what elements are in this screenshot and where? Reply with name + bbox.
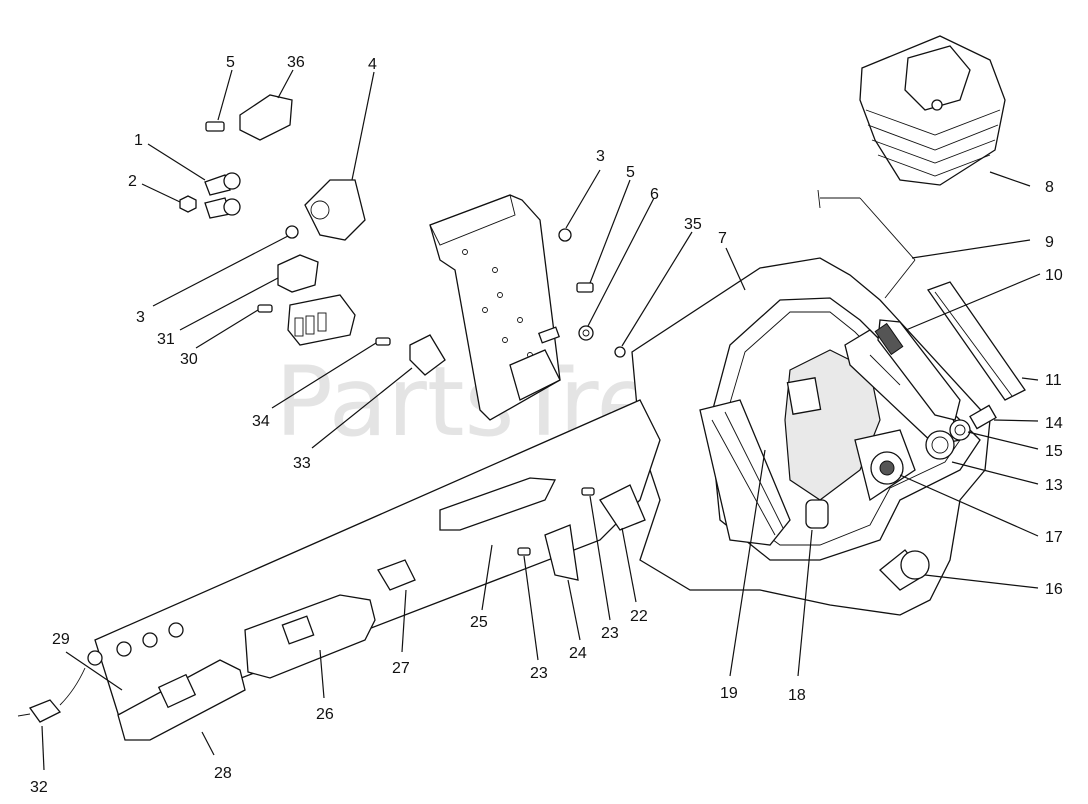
callout-16: 16 <box>1045 581 1063 598</box>
callout-13: 13 <box>1045 477 1063 494</box>
part-32-plug <box>17 667 86 723</box>
relay-block <box>287 294 356 346</box>
part-15-nut <box>949 419 971 441</box>
part-27-switch <box>377 559 416 591</box>
callout-25: 25 <box>470 614 488 631</box>
callout-15: 15 <box>1045 443 1063 460</box>
callout-31: 31 <box>157 331 175 348</box>
shift-rod <box>817 189 916 299</box>
part-24-bracket <box>544 524 579 581</box>
part-28-cover <box>117 659 246 741</box>
part-4-actuator <box>304 179 366 241</box>
part-22-bracket <box>599 484 646 531</box>
callout-11: 11 <box>1045 372 1062 389</box>
callout-5-top: 5 <box>226 54 235 71</box>
callout-26: 26 <box>316 706 334 723</box>
part-23-screw-lower <box>517 547 531 556</box>
part-36-module <box>239 94 293 141</box>
part-11-bar <box>926 281 1026 401</box>
callout-23-lower: 23 <box>530 665 548 682</box>
callout-8: 8 <box>1045 179 1054 196</box>
part-25-decal <box>439 477 557 531</box>
callout-28: 28 <box>214 765 232 782</box>
mounting-plate <box>429 194 561 421</box>
part-26-panel <box>244 594 376 679</box>
part-6-washer <box>578 325 594 341</box>
part-10-bracket <box>874 319 961 421</box>
part-2-connector <box>179 195 241 219</box>
callout-33: 33 <box>293 455 311 472</box>
callout-2: 2 <box>128 173 137 190</box>
part-5-bolt-left <box>205 121 225 132</box>
callout-32: 32 <box>30 779 48 796</box>
part-13-ring <box>925 430 955 460</box>
callout-10: 10 <box>1045 267 1063 284</box>
part-23-screw-upper <box>581 487 595 496</box>
callout-9: 9 <box>1045 234 1054 251</box>
part-31-relay <box>277 254 319 293</box>
callout-7: 7 <box>718 230 727 247</box>
part-29-lamps <box>87 622 184 666</box>
leader-lines <box>41 69 1041 771</box>
callout-22: 22 <box>630 608 648 625</box>
part-17-knob <box>854 429 916 502</box>
callout-6: 6 <box>650 186 659 203</box>
callout-4: 4 <box>368 56 377 73</box>
callout-27: 27 <box>392 660 410 677</box>
callout-14: 14 <box>1045 415 1063 432</box>
part-30-screw <box>257 304 273 313</box>
callout-labels: 5 36 4 1 2 3 31 30 34 33 3 5 6 35 7 8 9 … <box>30 54 1063 796</box>
callout-29: 29 <box>52 631 70 648</box>
callout-36: 36 <box>287 54 305 71</box>
callout-18: 18 <box>788 687 806 704</box>
callout-3-left: 3 <box>136 309 145 326</box>
callout-24: 24 <box>569 645 587 662</box>
callout-19: 19 <box>720 685 738 702</box>
shift-boot <box>859 35 1006 186</box>
part-14-clip <box>969 404 997 430</box>
part-34-screw <box>375 337 391 346</box>
part-3-nut-upper <box>558 228 572 242</box>
callout-23-upper: 23 <box>601 625 619 642</box>
callout-35: 35 <box>684 216 702 233</box>
callout-1: 1 <box>134 132 143 149</box>
callout-34: 34 <box>252 413 270 430</box>
callout-5-right: 5 <box>626 164 635 181</box>
part-35-nut <box>614 346 626 358</box>
part-33-bracket <box>409 334 446 376</box>
callout-3-right: 3 <box>596 148 605 165</box>
callout-17: 17 <box>1045 529 1063 546</box>
part-5-bolt-upper <box>576 282 594 293</box>
part-3-nut-left <box>285 225 299 239</box>
part-1-connector <box>204 172 241 196</box>
callout-30: 30 <box>180 351 198 368</box>
